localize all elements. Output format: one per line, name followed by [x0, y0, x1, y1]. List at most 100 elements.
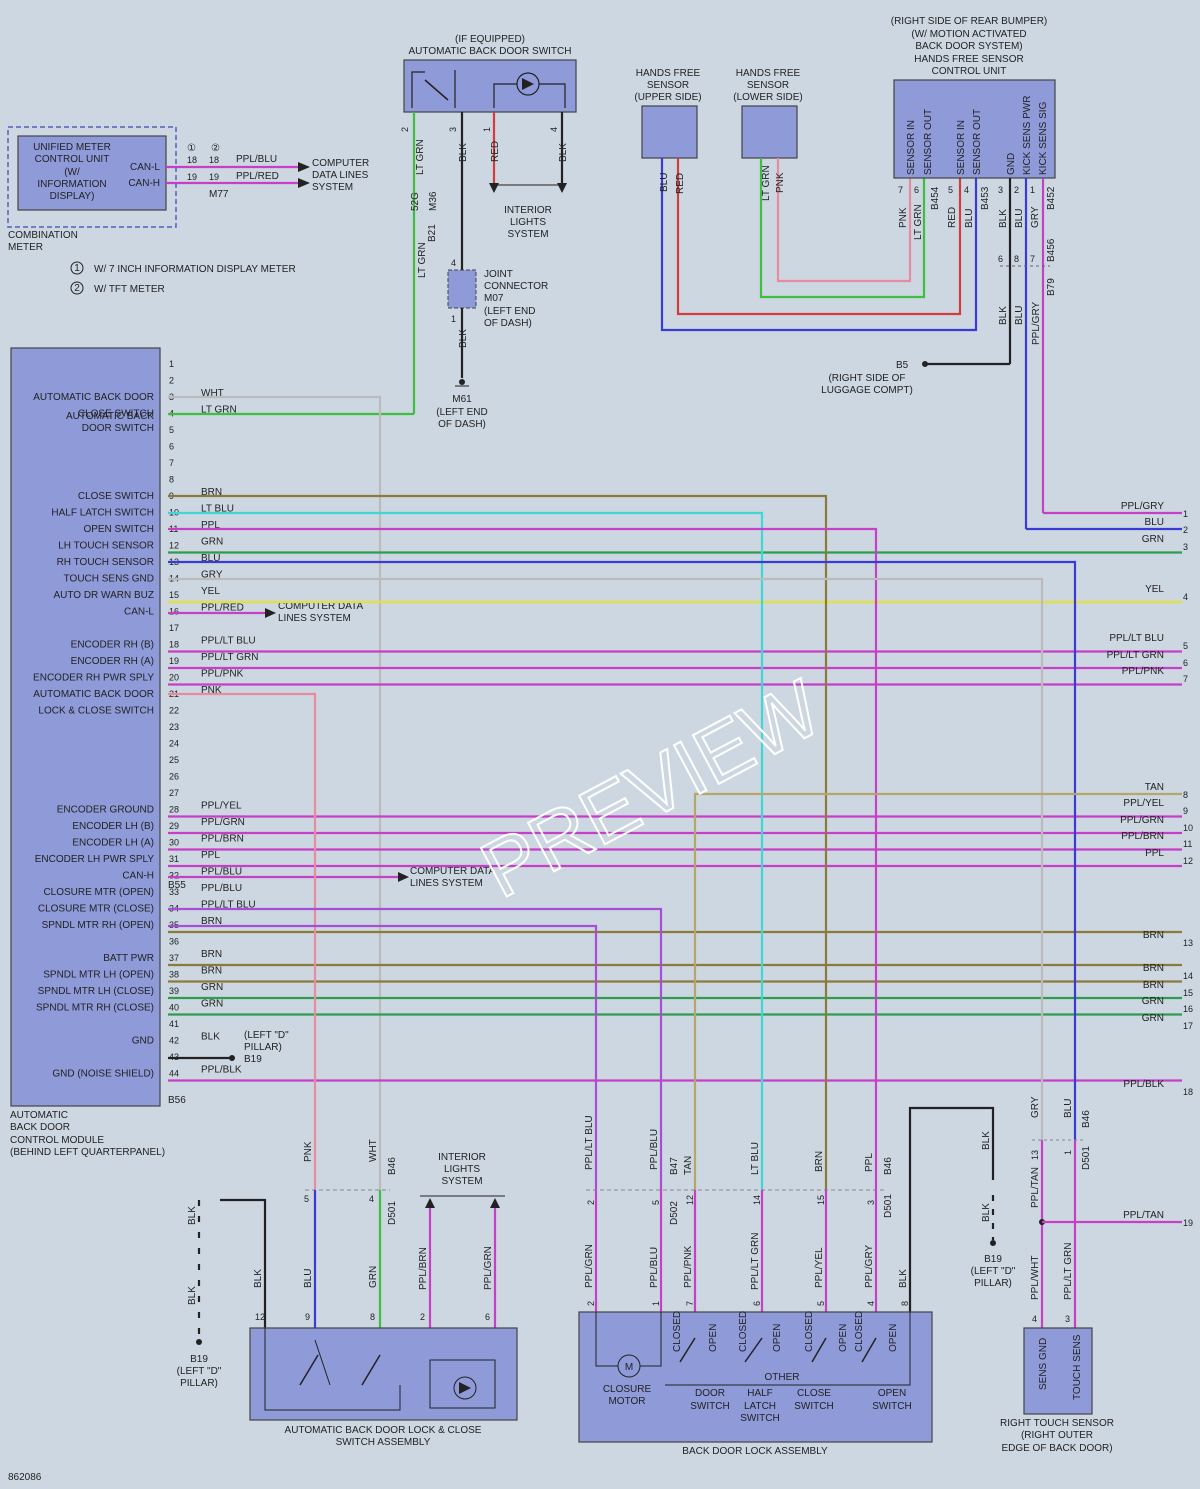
- wire-label: PNK: [775, 172, 786, 193]
- dest-label: COMPUTER: [312, 158, 369, 169]
- connector-label: 52G: [410, 192, 421, 211]
- switch-label: LATCH: [744, 1401, 776, 1412]
- pin: 4: [451, 258, 456, 268]
- arrow-icon: [490, 1198, 500, 1208]
- right-connector-number: 17: [1183, 1021, 1193, 1031]
- pin: 9: [305, 1312, 310, 1322]
- right-connector-number: 19: [1183, 1218, 1193, 1228]
- interior-label: SYSTEM: [441, 1176, 482, 1187]
- connector-label: B452: [1046, 186, 1057, 210]
- wire-label: BRN: [201, 487, 222, 498]
- switch-label: SWITCH: [872, 1401, 911, 1412]
- module-pin-number: 17: [169, 623, 179, 633]
- pin: 5: [948, 185, 953, 195]
- pin: 6: [485, 1312, 490, 1322]
- right-wire-label: GRN: [1142, 996, 1164, 1007]
- right-connector-number: 4: [1183, 592, 1188, 602]
- module-pin-number: 41: [169, 1019, 179, 1029]
- wire-tan: [693, 792, 1182, 1190]
- hf-upper-label: (UPPER SIDE): [634, 92, 701, 103]
- wire-label: PPL/BRN: [201, 834, 244, 845]
- connector-label: B46: [883, 1157, 894, 1175]
- arrow-icon: [398, 872, 409, 882]
- connector-label: B454: [930, 186, 941, 210]
- connector-label: B55: [168, 880, 186, 891]
- module-pin-label: CLOSE SWITCH: [78, 409, 154, 420]
- ground-label: PILLAR): [180, 1378, 218, 1389]
- right-connector-number: 1: [1183, 509, 1188, 519]
- wire-label: BLU: [1014, 306, 1025, 325]
- wire-pin9-brn: [168, 494, 828, 1190]
- module-pin-label: SPNDL MTR RH (CLOSE): [36, 1003, 154, 1014]
- internal-circuit: [314, 1339, 331, 1386]
- switch-state: CLOSED: [738, 1311, 749, 1352]
- wire-label: BLU: [1063, 1099, 1074, 1118]
- wire-label: BLU: [1014, 209, 1025, 228]
- module-pin-label: SPNDL MTR LH (OPEN): [43, 970, 154, 981]
- lamp-lead: [539, 83, 566, 108]
- right-wire-label: PPL/GRN: [1120, 815, 1164, 826]
- right-wire-label: PPL/GRY: [1121, 501, 1164, 512]
- wire-label: LT GRN: [417, 242, 428, 278]
- module-pin-label: ENCODER RH (A): [71, 656, 154, 667]
- motor-label: MOTOR: [608, 1396, 645, 1407]
- module-pin-number: 29: [169, 821, 179, 831]
- module-pin-number: 2: [169, 376, 174, 386]
- internal-circuit: [595, 1312, 618, 1367]
- joint-label: M07: [484, 293, 504, 304]
- module-pin-number: 1: [169, 359, 174, 369]
- hf-lower-label: SENSOR: [747, 80, 789, 91]
- combination-meter-label: METER: [8, 242, 43, 253]
- connector-label: B47: [669, 1157, 680, 1175]
- wire-label: GRY: [1030, 1096, 1041, 1118]
- wire-label: PPL/TAN: [1030, 1167, 1041, 1208]
- pin: 12: [255, 1312, 265, 1322]
- hands-free-sensor-lower: [741, 105, 798, 159]
- module-pin-number: 30: [169, 838, 179, 848]
- interior-label: SYSTEM: [507, 229, 548, 240]
- wire-label: PPL/WHT: [1030, 1256, 1041, 1300]
- switch-label: SWITCH: [794, 1401, 833, 1412]
- wire-label: PPL/LT GRN: [201, 652, 258, 663]
- wire-pin34: [168, 924, 598, 1190]
- right-connector-number: 13: [1183, 938, 1193, 948]
- internal-circuit: [264, 1328, 401, 1411]
- switch-symbol: [411, 71, 425, 108]
- lock-assembly-label: BACK DOOR LOCK ASSEMBLY: [682, 1446, 828, 1457]
- switch-label: OPEN: [878, 1388, 906, 1399]
- pin: 5: [304, 1194, 309, 1204]
- meter-pin: 19: [187, 172, 197, 182]
- pin: 7: [685, 1301, 695, 1306]
- back-door-lock-assembly: [578, 1311, 933, 1443]
- terminal-label: TOUCH SENS: [1072, 1334, 1083, 1400]
- right-connector-number: 16: [1183, 1004, 1193, 1014]
- ground-label: (LEFT "D": [244, 1030, 289, 1041]
- wire-label: PPL/RED: [201, 603, 244, 614]
- pin: 8: [1014, 254, 1019, 264]
- wire-pin21-pnk: [168, 692, 317, 1190]
- right-wire-label: PPL/TAN: [1123, 1210, 1164, 1221]
- ground-label: OF DASH): [438, 419, 486, 430]
- module-pin-number: 16: [169, 607, 179, 617]
- note1-text: W/ 7 INCH INFORMATION DISPLAY METER: [94, 264, 296, 275]
- wire-label: PPL/LT GRN: [1063, 1243, 1074, 1300]
- pin: 1: [451, 314, 456, 324]
- module-pin-label: AUTOMATIC BACK DOOR: [33, 689, 154, 700]
- wire-label: PPL/BRN: [418, 1247, 429, 1290]
- module-pin-label: TOUCH SENS GND: [64, 574, 154, 585]
- wire-label: LT GRN: [761, 165, 772, 201]
- combination-meter-frame: [7, 126, 177, 228]
- connector-label: B453: [980, 186, 991, 210]
- pin: 1: [1030, 185, 1035, 195]
- switch-label: SWITCH: [740, 1413, 779, 1424]
- pin: 13: [1030, 1150, 1040, 1160]
- module-pin-label: CLOSURE MTR (CLOSE): [38, 904, 154, 915]
- right-wire-label: PPL/LT BLU: [1109, 633, 1164, 644]
- lamp-lead: [493, 83, 517, 108]
- right-wire-label: BLU: [1145, 517, 1164, 528]
- wire-label: PPL/LT BLU: [201, 900, 256, 911]
- ground-label: PILLAR): [974, 1278, 1012, 1289]
- motor-symbol: M: [625, 1362, 633, 1373]
